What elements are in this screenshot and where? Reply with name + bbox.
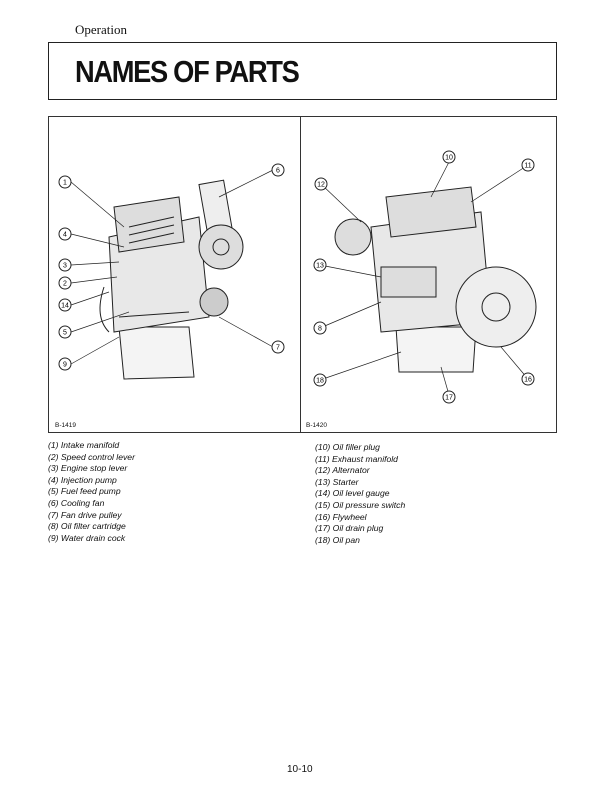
callout-label: 16	[524, 377, 532, 384]
figure-divider	[300, 117, 301, 432]
part-item: (7) Fan drive pulley	[48, 509, 122, 520]
engine-right-illustration: 10 11 12 13 8 18 17 16	[313, 150, 537, 404]
parts-list-left: (1) Intake manifold (2) Speed control le…	[48, 440, 135, 544]
callouts-right: 10 11 12 13 8 18 17 16	[313, 150, 535, 404]
callouts-left: 1 6 4 3 2 14 5 9 7	[58, 163, 285, 371]
section-header: Operation	[75, 22, 127, 37]
part-item: (10) Oil filler plug	[315, 442, 380, 452]
callout-label: 13	[316, 263, 324, 270]
page-title: NAMES OF PARTS	[75, 54, 300, 89]
callout-label: 1	[63, 180, 67, 187]
callout-label: 8	[318, 326, 322, 333]
part-item: (12) Alternator	[315, 465, 370, 476]
part-item: (1) Intake manifold	[48, 440, 120, 450]
part-item: (6) Cooling fan	[48, 497, 105, 508]
callout-label: 18	[316, 378, 324, 385]
callout-label: 3	[63, 263, 67, 270]
part-item: (13) Starter	[315, 476, 359, 487]
callout-label: 11	[524, 163, 531, 170]
callout-label: 17	[445, 395, 453, 402]
part-item: (11) Exhaust manifold	[315, 453, 398, 464]
part-item: (3) Engine stop lever	[48, 463, 128, 474]
figure-code-left: B-1419	[55, 422, 76, 429]
part-item: (5) Fuel feed pump	[48, 486, 121, 497]
page-number: 10-10	[287, 764, 313, 775]
part-item: (2) Speed control lever	[48, 451, 135, 462]
part-item: (15) Oil pressure switch	[315, 499, 406, 510]
callout-label: 9	[63, 362, 67, 369]
callout-label: 7	[276, 345, 280, 352]
callout-label: 10	[445, 155, 453, 162]
callout-label: 14	[61, 303, 69, 310]
callout-label: 12	[317, 182, 325, 189]
part-item: (17) Oil drain plug	[315, 523, 384, 534]
title-box: NAMES OF PARTS	[48, 42, 557, 100]
figure-code-right: B-1420	[306, 422, 327, 429]
part-item: (14) Oil level gauge	[315, 488, 390, 499]
part-item: (18) Oil pan	[315, 534, 360, 545]
figure-panel: 1 6 4 3 2 14 5 9 7 10 11 12 13 8 18 17 1…	[48, 116, 557, 433]
part-item: (16) Flywheel	[315, 511, 367, 522]
engine-left-illustration: 1 6 4 3 2 14 5 9 7	[58, 163, 285, 380]
part-item: (4) Injection pump	[48, 474, 117, 485]
callout-label: 4	[63, 232, 67, 239]
callout-label: 2	[63, 281, 67, 288]
callout-label: 6	[276, 168, 280, 175]
parts-list-right: (10) Oil filler plug (11) Exhaust manifo…	[315, 442, 405, 546]
part-item: (9) Water drain cock	[48, 532, 126, 543]
callout-label: 5	[63, 330, 67, 337]
part-item: (8) Oil filter cartridge	[48, 521, 126, 532]
